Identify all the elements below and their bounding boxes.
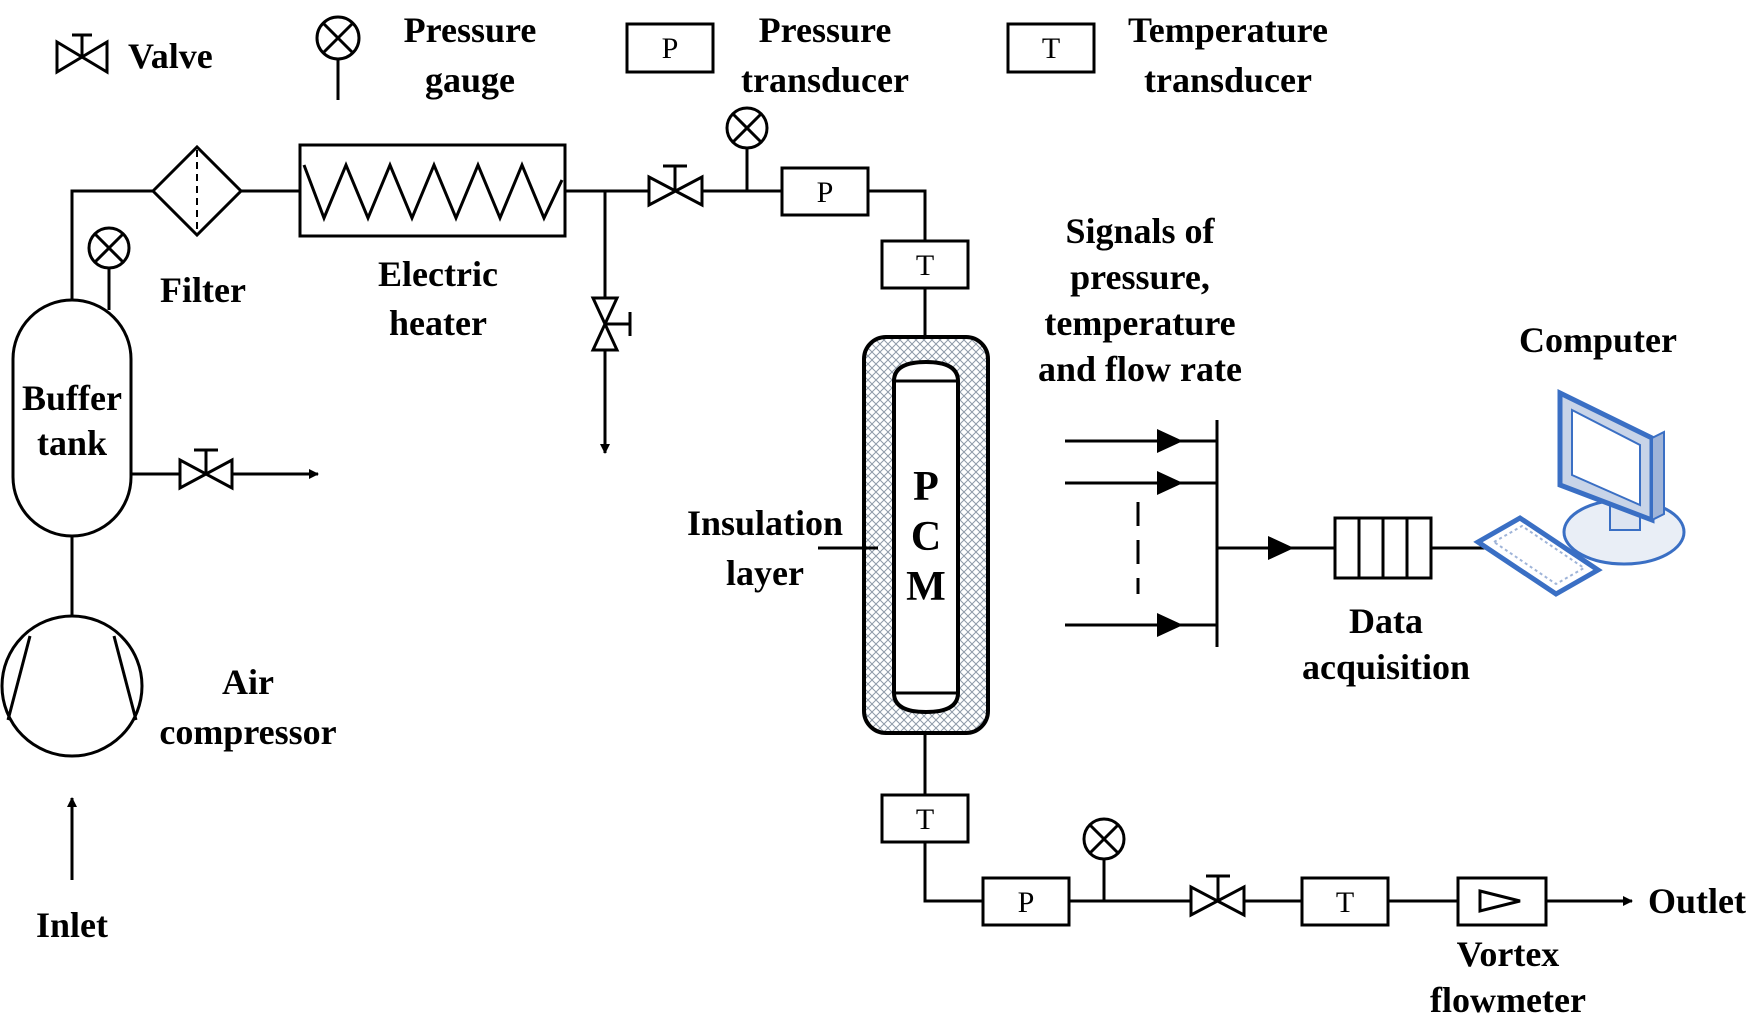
data-acquisition-unit [1333,516,1433,580]
buffer-tank [11,298,133,538]
vortex-flowmeter-icon [1478,889,1521,913]
outlet-temperature-transducer-symbol: T [1336,886,1354,919]
pcm-letter-c: C [911,514,941,560]
legend-pressure-transducer-label-2: transducer [741,60,909,100]
lower-pressure-transducer-symbol: P [1018,886,1035,919]
electric-heater [298,143,567,238]
upper-pressure-transducer-symbol: P [817,176,834,209]
signals-label-4: and flow rate [1038,349,1242,389]
upper-temperature-transducer-symbol: T [916,249,934,282]
legend-pressure-gauge-icon [315,15,361,100]
air-compressor-label-1: Air [222,662,274,702]
legend-p-symbol: P [662,32,679,65]
legend-temperature-transducer-label-2: transducer [1144,60,1312,100]
legend-valve-label: Valve [128,36,213,76]
air-compressor-icon [0,614,144,758]
filter-icon [150,144,244,238]
electric-heater-label-2: heater [389,303,487,343]
legend-pressure-transducer-icon [625,22,715,74]
tank-pressure-gauge-icon [87,226,131,270]
main-valve-icon [647,164,704,208]
air-compressor-label-2: compressor [159,712,336,752]
signals-label-2: pressure, [1070,257,1210,297]
heater-coil-icon [302,161,564,223]
data-acquisition-label-1: Data [1349,601,1423,641]
legend: Valve Pressure gauge P Pressure transduc… [55,10,1328,100]
computer-icon [1473,388,1686,597]
buffer-tank-label-2: tank [37,423,107,463]
signal-lines [1065,420,1219,647]
signals-label-3: temperature [1044,303,1235,343]
legend-pressure-gauge-label-1: Pressure [404,10,537,50]
vortex-flowmeter-label-1: Vortex [1457,934,1560,974]
signal-to-daq-arrow [1268,536,1294,560]
lower-pressure-transducer [981,876,1071,927]
tank-drain-valve-icon [178,448,234,491]
lower-temperature-transducer-symbol: T [916,803,934,836]
outlet-temperature-transducer [1300,876,1390,927]
legend-valve-icon [55,33,109,75]
main-pressure-gauge-icon [725,106,769,150]
outlet-label: Outlet [1648,881,1746,921]
pipe-ttrans-ptrans [923,842,983,903]
vortex-flowmeter-label-2: flowmeter [1430,980,1586,1020]
insulation-layer-label-2: layer [726,553,804,593]
filter-label: Filter [160,270,246,310]
legend-pressure-gauge-label-2: gauge [425,60,515,100]
vortex-flowmeter [1456,876,1548,927]
inlet-label: Inlet [36,905,108,945]
lower-temperature-transducer [880,793,970,844]
electric-heater-label-1: Electric [378,254,498,294]
buffer-tank-label-1: Buffer [22,378,122,418]
legend-temperature-transducer-icon [1006,22,1096,74]
pcm-letter-p: P [913,464,939,510]
bypass-valve-icon [590,296,632,352]
legend-temperature-transducer-label-1: Temperature [1128,10,1328,50]
pcm-letter-m: M [906,564,946,610]
data-acquisition-label-2: acquisition [1302,647,1470,687]
signals-label-1: Signals of [1065,211,1215,251]
legend-pressure-transducer-label-1: Pressure [759,10,892,50]
legend-t-symbol: T [1042,32,1060,65]
pipe-tank-filter [70,189,153,300]
pipe-ptrans-ttrans [868,189,927,241]
insulation-layer-label-1: Insulation [687,503,843,543]
computer-label: Computer [1519,320,1677,360]
lower-valve-icon [1189,874,1246,918]
lower-pressure-gauge-icon [1082,817,1126,861]
